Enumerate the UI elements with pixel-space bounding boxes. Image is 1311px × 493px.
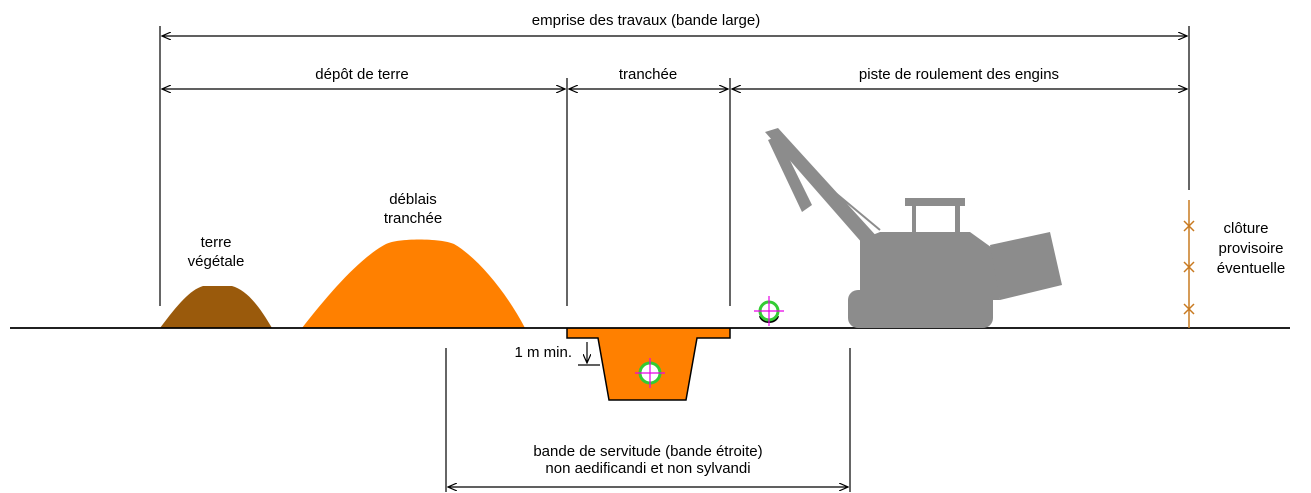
terre-vegetale-mound <box>160 286 272 328</box>
deblais-mound <box>302 239 525 328</box>
label-terre: terre <box>201 234 232 251</box>
label-servitude-2: non aedificandi et non sylvandi <box>545 460 750 477</box>
pipelayer-machine-icon <box>765 128 1062 328</box>
pipe-icon-on-track <box>754 296 784 326</box>
label-emprise: emprise des travaux (bande large) <box>532 12 760 29</box>
label-vegetale: végétale <box>188 253 245 270</box>
label-servitude-1: bande de servitude (bande étroite) <box>533 443 762 460</box>
label-cloture: clôture <box>1223 220 1268 237</box>
label-eventuelle: éventuelle <box>1217 260 1285 277</box>
label-depth: 1 m min. <box>514 344 572 361</box>
label-piste: piste de roulement des engins <box>859 66 1059 83</box>
pipe-icon-in-trench <box>635 358 665 388</box>
label-deblais-tranchee: tranchée <box>384 210 442 227</box>
label-depot: dépôt de terre <box>315 66 408 83</box>
label-deblais: déblais <box>389 191 437 208</box>
trench-outline <box>566 328 731 401</box>
x-mark-icon <box>1183 220 1195 315</box>
label-provisoire: provisoire <box>1218 240 1283 257</box>
label-tranchee: tranchée <box>619 66 677 83</box>
